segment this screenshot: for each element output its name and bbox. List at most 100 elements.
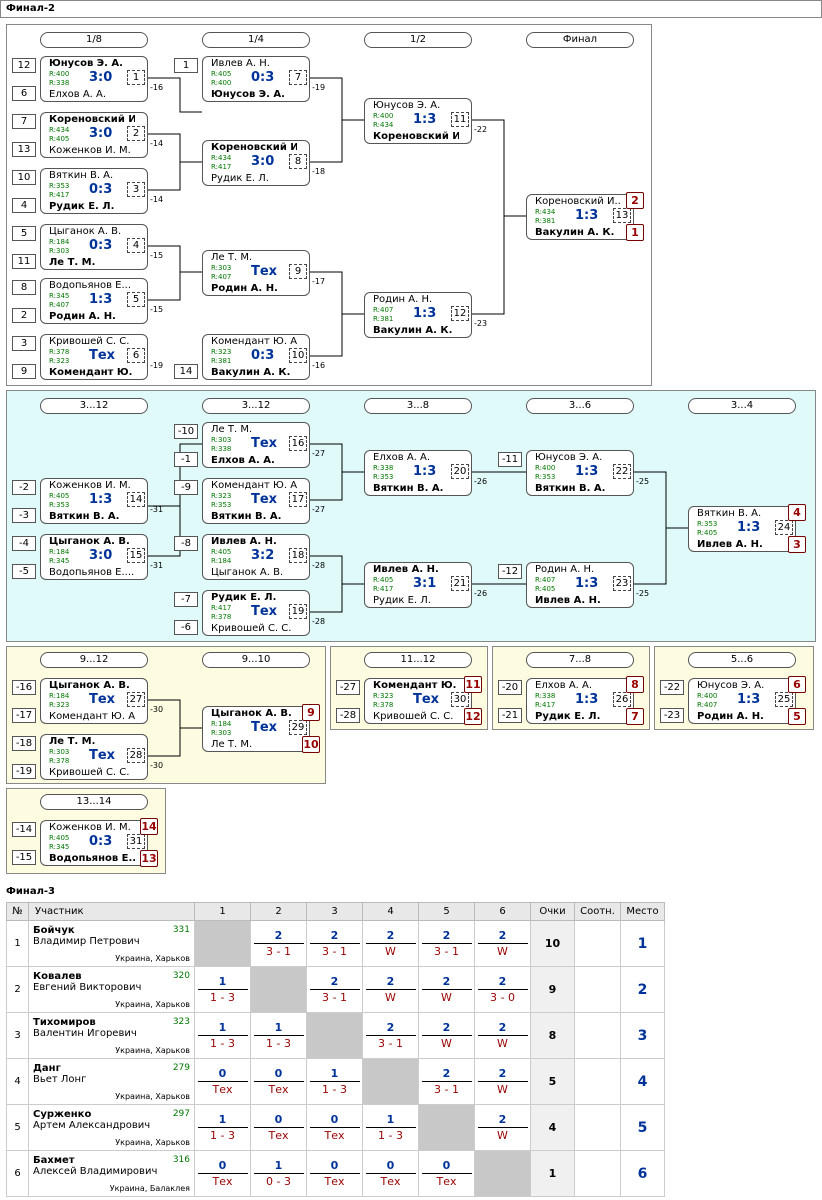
loser-destination: -31 xyxy=(150,505,164,514)
seed-box: -18 xyxy=(12,736,36,751)
player1-rating: R:405 xyxy=(211,548,232,556)
player2-name: Водопьянов Е.... xyxy=(49,853,135,864)
player1-rating: R:434 xyxy=(49,126,70,134)
rating: 320 xyxy=(172,971,190,981)
player2-name: Елхов А. А. xyxy=(211,455,275,466)
result-score: Тех xyxy=(436,1175,457,1188)
player1-name: Родин А. Н. xyxy=(373,294,433,305)
player2-rating: R:381 xyxy=(373,315,394,323)
result-points: 2 xyxy=(421,929,472,944)
place-badge: 3 xyxy=(788,536,806,553)
result-score: Тех xyxy=(268,1129,289,1142)
first-name: Алексей Владимирович xyxy=(33,1166,158,1177)
match-score: 1:3 xyxy=(575,208,599,223)
result-points: 2 xyxy=(421,975,472,990)
round-pill: 3...4 xyxy=(688,398,796,414)
place-cell: 2 xyxy=(620,966,665,1013)
player2-name: Вакулин А. К. xyxy=(373,325,453,336)
points-cell: 9 xyxy=(530,966,575,1013)
result-points: 0 xyxy=(197,1159,248,1174)
result-points: 2 xyxy=(365,929,416,944)
player2-name: Ивлев А. Н. xyxy=(697,539,763,550)
seed-box: 10 xyxy=(12,170,36,185)
loser-destination: -25 xyxy=(636,477,650,486)
first-name: Артем Александрович xyxy=(33,1120,151,1131)
ratio-cell xyxy=(574,966,621,1013)
player2-rating: R:381 xyxy=(211,357,232,365)
player2-rating: R:417 xyxy=(535,701,556,709)
match-number: 23 xyxy=(613,576,631,591)
loser-destination: -23 xyxy=(474,319,488,328)
player2-rating: R:353 xyxy=(373,473,394,481)
round-pill: 3...12 xyxy=(40,398,148,414)
player1-name: Цыганок А. В. xyxy=(211,708,292,719)
seed-box: 14 xyxy=(174,364,198,379)
player2-rating: R:353 xyxy=(211,501,232,509)
last-name: Сурженко xyxy=(33,1109,92,1120)
player2-name: Рудик Е. Л. xyxy=(211,173,269,184)
player2-rating: R:407 xyxy=(49,301,70,309)
match-score: Тех xyxy=(251,492,278,507)
match-score: 0:3 xyxy=(89,834,113,849)
table-header: 5 xyxy=(418,902,475,921)
city: Украина, Харьков xyxy=(115,1046,190,1055)
player2-rating: R:417 xyxy=(49,191,70,199)
player1-rating: R:338 xyxy=(535,692,556,700)
player2-name: Комендант Ю. А. xyxy=(49,711,135,722)
player2-name: Вакулин А. К. xyxy=(535,227,615,238)
loser-destination: -14 xyxy=(150,139,164,148)
match-score: Тех xyxy=(251,720,278,735)
match-score: 1:3 xyxy=(89,292,113,307)
player1-name: Рудик Е. Л. xyxy=(211,592,277,603)
result-points: 2 xyxy=(365,1021,416,1036)
match-score: 3:0 xyxy=(89,126,113,141)
player1-rating: R:323 xyxy=(373,692,394,700)
match-number: 7 xyxy=(289,70,307,85)
match-number: 30 xyxy=(451,692,469,707)
result-points: 2 xyxy=(477,975,528,990)
loser-destination: -25 xyxy=(636,589,650,598)
seed-box: 11 xyxy=(12,254,36,269)
match-score: 3:0 xyxy=(89,548,113,563)
first-name: Вьет Лонг xyxy=(33,1074,87,1085)
result-score: 1 - 3 xyxy=(266,1037,291,1050)
result-score: 3 - 1 xyxy=(322,991,347,1004)
round-pill: 11...12 xyxy=(364,652,472,668)
result-points: 1 xyxy=(365,1113,416,1128)
result-points: 0 xyxy=(309,1159,360,1174)
round-pill: 9...12 xyxy=(40,652,148,668)
loser-destination: -22 xyxy=(474,125,488,134)
rating: 279 xyxy=(172,1063,190,1073)
result-points: 2 xyxy=(365,975,416,990)
seed-box: -22 xyxy=(660,680,684,695)
result-score: Тех xyxy=(324,1129,345,1142)
player1-rating: R:323 xyxy=(211,492,232,500)
match-number: 26 xyxy=(613,692,631,707)
player2-rating: R:303 xyxy=(211,729,232,737)
result-score: 1 - 3 xyxy=(210,991,235,1004)
table-header: 1 xyxy=(194,902,251,921)
match-number: 16 xyxy=(289,436,307,451)
player1-rating: R:184 xyxy=(49,238,70,246)
result-points: 0 xyxy=(197,1067,248,1082)
